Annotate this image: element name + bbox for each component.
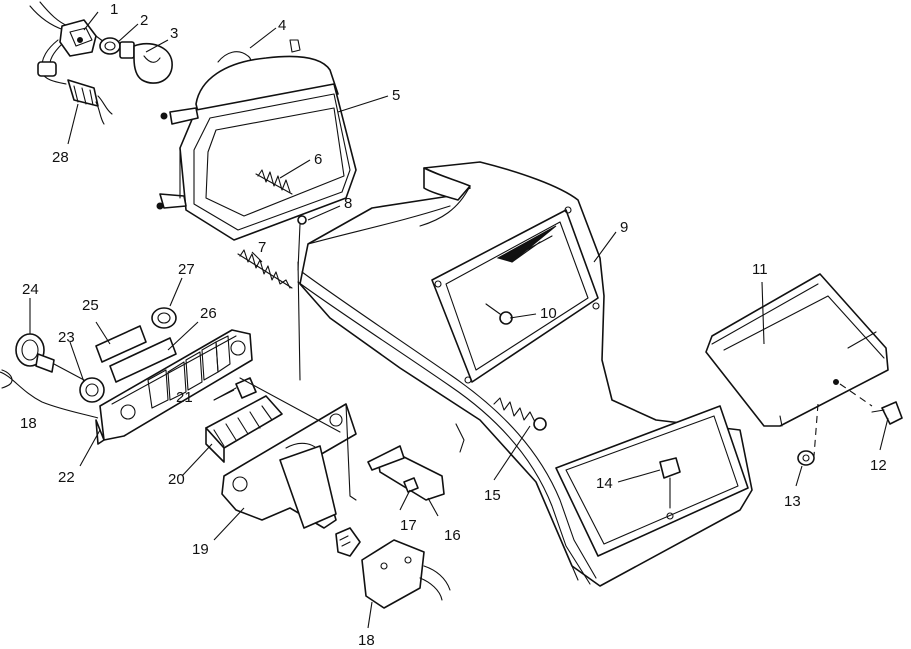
switch-block-20: [205, 395, 283, 463]
callout-25: 25: [82, 297, 99, 314]
switch-housing-22: [95, 329, 253, 445]
latch-14: [659, 457, 681, 520]
callout-3: 3: [170, 25, 178, 42]
callout-28: 28: [52, 149, 69, 166]
nut-2: [99, 37, 121, 55]
callout-17: 17: [400, 517, 417, 534]
screw-17: [403, 477, 419, 493]
callout-labels: 1 2 3 4 5 6 7 8 9 10 11 12 13 14 15 16 1…: [20, 1, 887, 649]
cover-panel-11: [705, 273, 889, 427]
connector-16: [367, 445, 445, 501]
callout-2: 2: [140, 12, 148, 29]
bolt-15: [493, 397, 547, 431]
callout-7: 7: [258, 239, 266, 256]
callout-1: 1: [110, 1, 118, 18]
pivot-line: [239, 377, 341, 433]
callout-11: 11: [752, 261, 768, 278]
decal-26: [109, 337, 177, 383]
hood-body-9: [297, 161, 753, 587]
callout-18-left: 18: [20, 415, 37, 432]
headlight-housing-5: [156, 39, 357, 241]
adjuster-screw-8: [297, 215, 307, 381]
bulb-socket-1: [59, 19, 105, 57]
callout-21: 21: [176, 389, 193, 406]
callout-13: 13: [784, 493, 801, 510]
callout-12: 12: [870, 457, 887, 474]
callout-10: 10: [540, 305, 557, 322]
alignment-line-12: [839, 383, 873, 407]
callout-22: 22: [58, 469, 75, 486]
callout-19: 19: [192, 541, 209, 558]
callout-23: 23: [58, 329, 75, 346]
grommet-13: [797, 450, 815, 466]
callout-24: 24: [22, 281, 39, 298]
callout-26: 26: [200, 305, 217, 322]
callout-18-bottom: 18: [358, 632, 375, 649]
callout-9: 9: [620, 219, 628, 236]
callout-6: 6: [314, 151, 322, 168]
bulb-3: [119, 41, 173, 84]
bracket-19: [221, 403, 357, 529]
label-25: [95, 325, 147, 363]
callout-16: 16: [444, 527, 461, 544]
ignition-switch-18: [335, 527, 451, 609]
spring-6: [255, 169, 293, 195]
ring-27: [151, 307, 177, 329]
callout-8: 8: [344, 195, 352, 212]
callout-5: 5: [392, 87, 400, 104]
callout-14: 14: [596, 475, 613, 492]
spring-7: [237, 249, 293, 289]
alignment-line-13: [813, 403, 819, 457]
leader-lines: [0, 11, 889, 629]
callout-27: 27: [178, 261, 195, 278]
callout-15: 15: [484, 487, 501, 504]
screw-10: [485, 303, 513, 325]
plug-23: [35, 353, 105, 403]
callout-20: 20: [168, 471, 185, 488]
callout-4: 4: [278, 17, 286, 34]
wire-harness: [29, 1, 113, 125]
